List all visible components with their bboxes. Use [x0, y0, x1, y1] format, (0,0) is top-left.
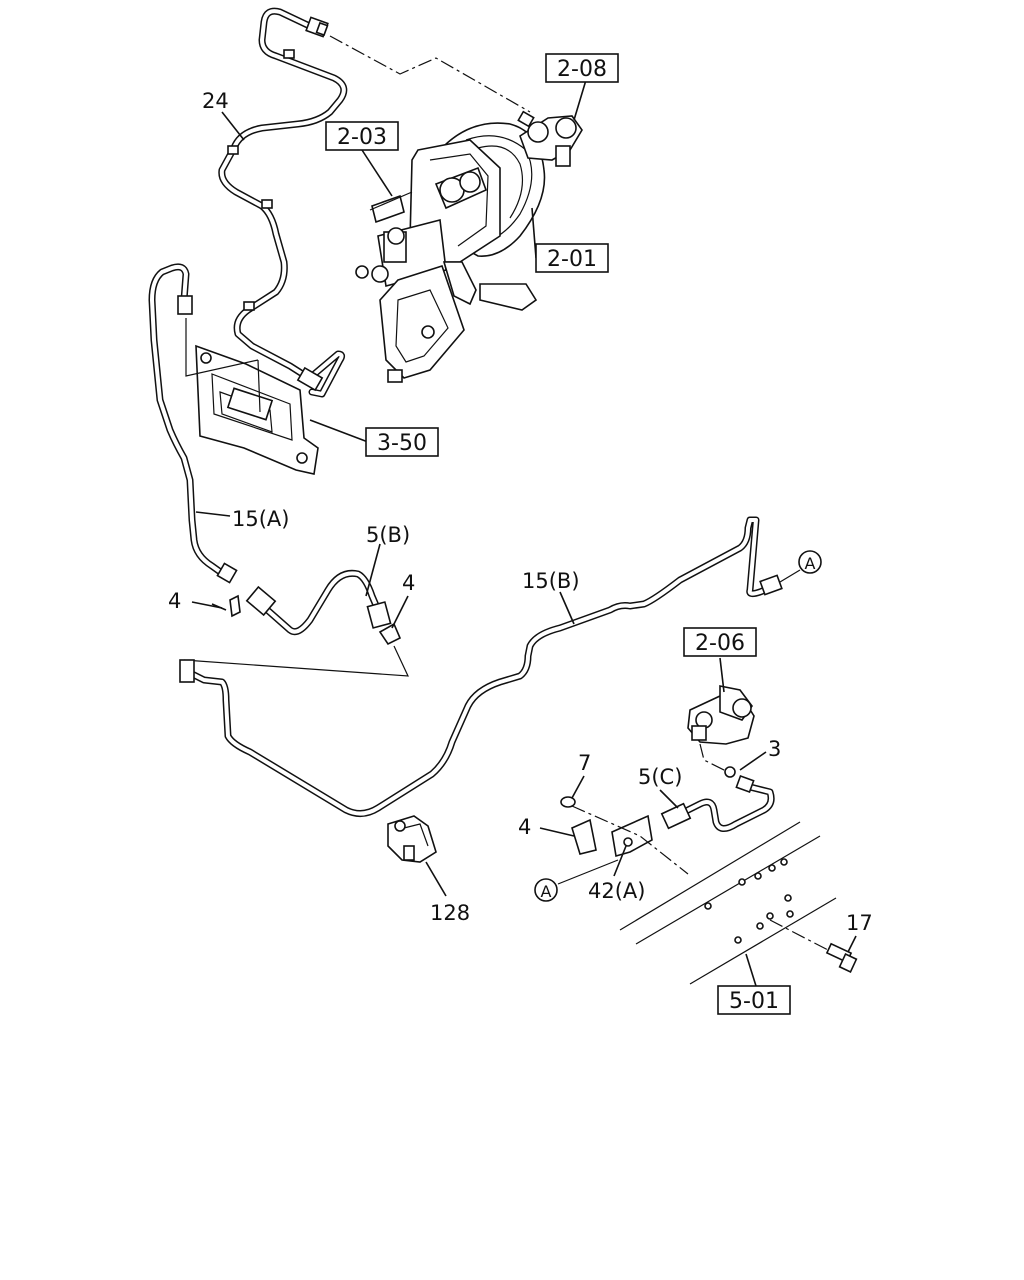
ref-box-2-01[interactable]: 2-01: [535, 243, 609, 273]
leader-7: [571, 775, 585, 799]
leader-17: [847, 935, 857, 953]
leader-4b: [391, 595, 409, 629]
leader-5c: [659, 789, 679, 809]
guide-A1: [779, 569, 801, 583]
ref-box-3-50[interactable]: 3-50: [365, 427, 439, 457]
leader-2-08: [573, 79, 587, 121]
label-128: 128: [430, 901, 470, 925]
leader-3: [739, 751, 767, 771]
ref-2-01-text: 2-01: [547, 247, 597, 272]
label-17: 17: [846, 911, 873, 935]
pedal-booster-assembly: [355, 110, 583, 383]
circle-marker-a-lower-text: A: [541, 882, 552, 901]
label-5c: 5(C): [638, 765, 682, 789]
leader-128: [425, 861, 447, 897]
hose-5b: [211, 569, 402, 646]
valve-block-3-50: [195, 344, 319, 475]
leader-2-06: [719, 657, 725, 693]
label-4a: 4: [168, 589, 181, 613]
ref-2-06-text: 2-06: [695, 631, 745, 656]
leader-2-03: [361, 149, 393, 197]
hose-5c: [660, 766, 775, 832]
label-7: 7: [578, 751, 591, 775]
guide-3-50a: [185, 318, 259, 377]
ref-box-2-03[interactable]: 2-03: [325, 121, 399, 151]
label-3: 3: [768, 737, 781, 761]
ref-5-01-text: 5-01: [729, 989, 779, 1014]
ref-box-2-06[interactable]: 2-06: [683, 627, 757, 657]
guide-5b: [183, 645, 409, 677]
pipe-24: [218, 7, 348, 398]
ref-box-5-01[interactable]: 5-01: [717, 985, 791, 1015]
circle-marker-a-upper-text: A: [805, 554, 816, 573]
ref-3-50-text: 3-50: [377, 431, 427, 456]
leader-24: [221, 111, 245, 141]
leader-4c: [539, 827, 575, 837]
label-4b: 4: [402, 571, 415, 595]
leader-3-50: [309, 419, 369, 443]
leader-4a: [191, 601, 223, 609]
guide-line-2-08: [329, 35, 531, 113]
pipe-15a: [148, 263, 238, 584]
leader-5b: [365, 543, 381, 597]
clip-128: [387, 815, 437, 863]
bracket-42a: [560, 796, 653, 858]
leader-15b: [559, 591, 575, 625]
label-42a: 42(A): [588, 879, 645, 903]
guide-42a-b: [557, 859, 619, 885]
leader-42a: [613, 845, 627, 877]
bolt-17: [825, 942, 858, 973]
circle-marker-a-upper: A: [798, 550, 822, 574]
guide-3-50b: [257, 359, 261, 413]
guide-2-06: [699, 743, 729, 773]
leader-15a: [195, 511, 231, 517]
frame-5-01: [619, 821, 837, 985]
label-15b: 15(B): [522, 569, 580, 593]
label-4c: 4: [518, 815, 531, 839]
label-15a: 15(A): [232, 507, 289, 531]
label-5b: 5(B): [366, 523, 410, 547]
valve-2-06: [687, 685, 755, 745]
pipe-15b: [179, 516, 783, 817]
circle-marker-a-lower: A: [534, 878, 558, 902]
ref-2-03-text: 2-03: [337, 125, 387, 150]
leader-5-01: [745, 953, 757, 987]
ref-2-08-text: 2-08: [557, 57, 607, 82]
label-24: 24: [202, 89, 229, 113]
ref-box-2-08[interactable]: 2-08: [545, 53, 619, 83]
guide-17: [769, 919, 829, 951]
